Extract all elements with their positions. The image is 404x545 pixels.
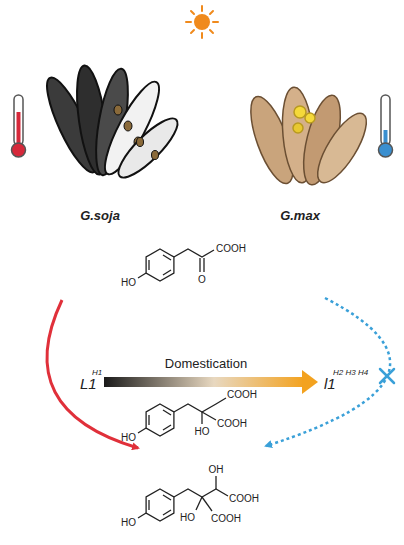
haplotype-label: H2 H3 H4 bbox=[333, 369, 368, 378]
atom-label: OH bbox=[209, 464, 224, 475]
atom-label: HO bbox=[121, 277, 136, 288]
thermometer-hot bbox=[12, 95, 26, 157]
atom-label: HO bbox=[195, 426, 210, 437]
species-label: G.soja bbox=[80, 209, 120, 223]
allele-label: L1 bbox=[80, 376, 97, 393]
cultivated-soybean-pods bbox=[242, 86, 375, 189]
atom-label: COOH bbox=[229, 493, 259, 504]
atom-label: HO bbox=[121, 432, 136, 443]
haplotype-label: H1 bbox=[92, 369, 102, 378]
thermometer-cold bbox=[379, 95, 393, 157]
wild-soybean-pods bbox=[38, 64, 185, 185]
block-mark bbox=[380, 369, 394, 383]
sun-icon bbox=[186, 6, 218, 38]
atom-label: HO bbox=[180, 512, 195, 523]
allele-label: l1 bbox=[324, 376, 336, 393]
active-pathway-arrow bbox=[47, 300, 138, 448]
atom-label: O bbox=[198, 274, 206, 285]
atom-label: COOH bbox=[217, 418, 247, 429]
atom-label: COOH bbox=[227, 389, 257, 400]
atom-label: HO bbox=[121, 517, 136, 528]
species-label: G.max bbox=[280, 209, 320, 223]
atom-label: COOH bbox=[216, 243, 246, 254]
domestication-arrow bbox=[104, 370, 318, 394]
blocked-pathway-arrow bbox=[266, 298, 390, 446]
process-label: Domestication bbox=[165, 357, 247, 371]
atom-label: COOH bbox=[211, 513, 241, 524]
